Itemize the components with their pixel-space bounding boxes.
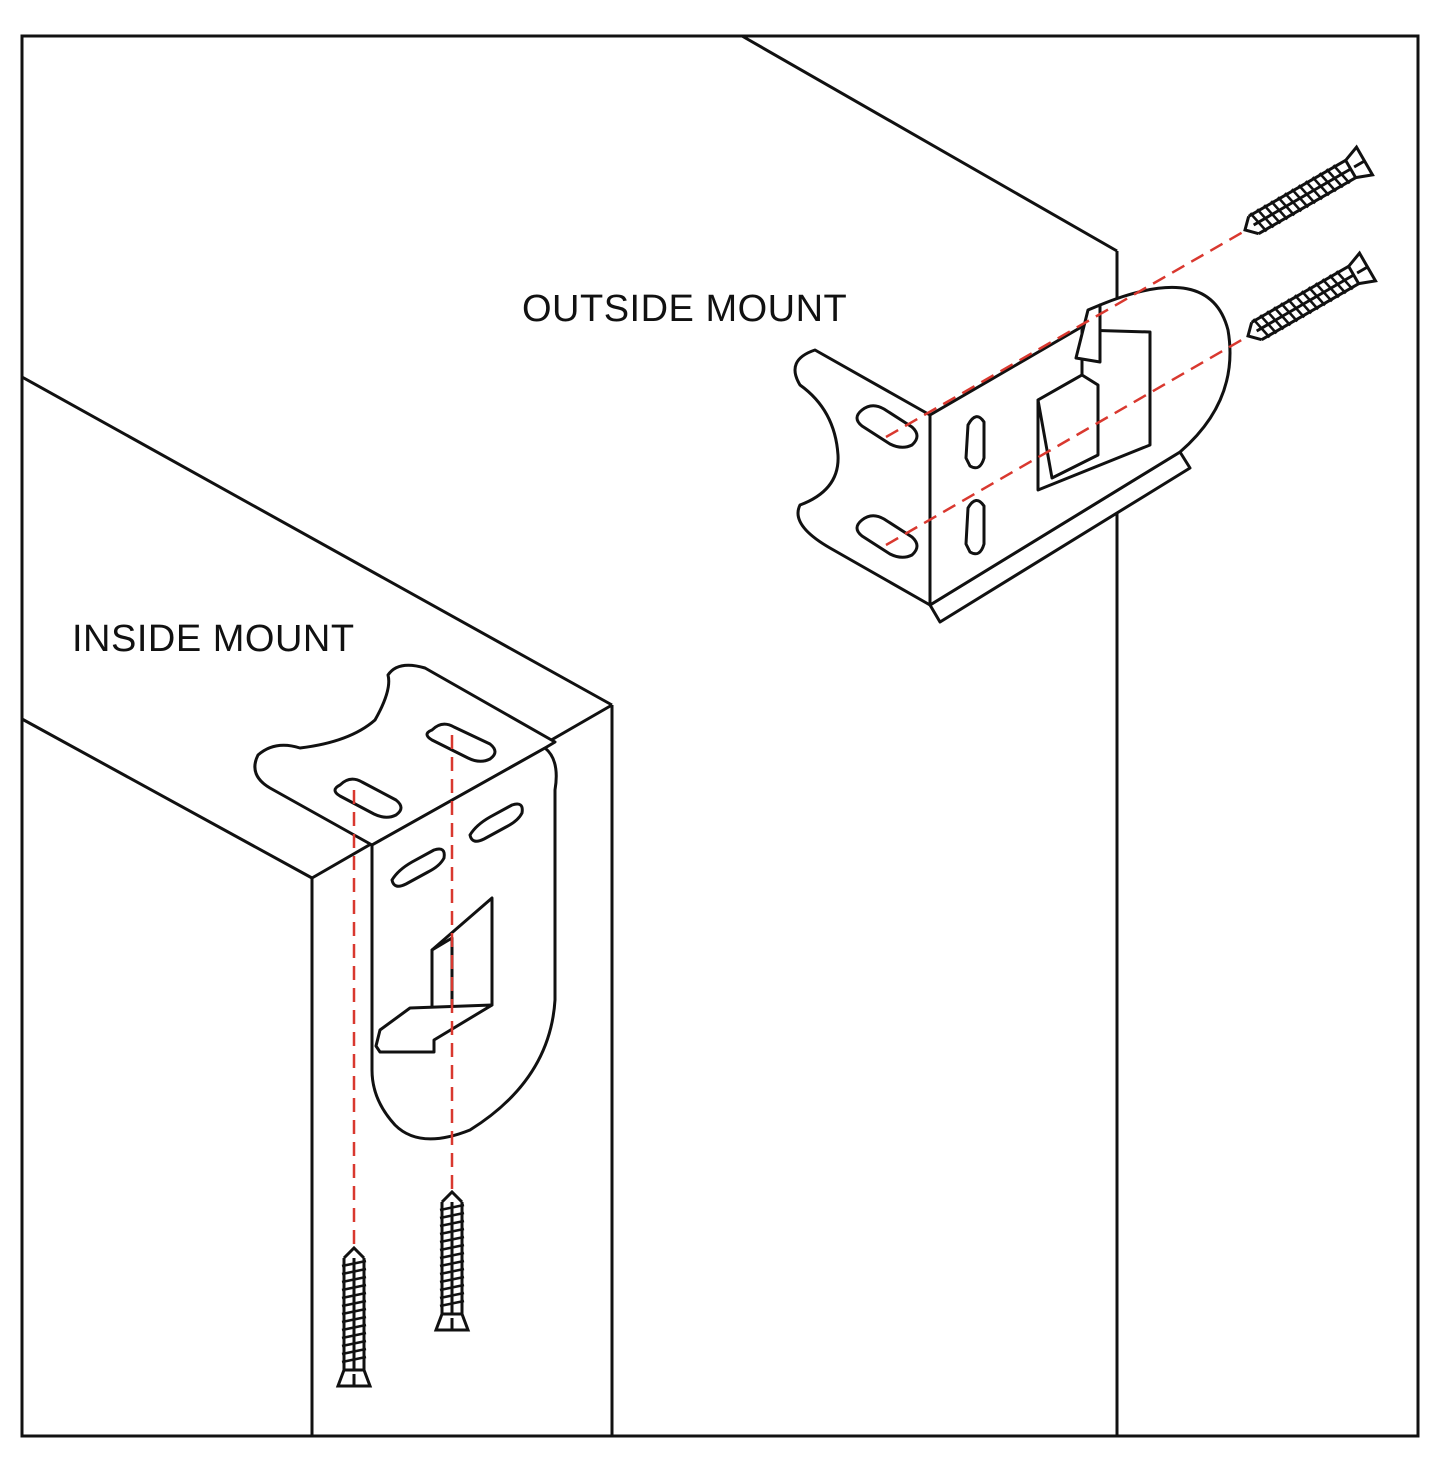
inside-mount-label: INSIDE MOUNT xyxy=(72,618,355,660)
inside-mount-frame xyxy=(21,375,614,1436)
inside-mount-bracket-icon xyxy=(253,663,558,1141)
screw-icon xyxy=(434,1190,470,1332)
screw-icon xyxy=(336,1246,372,1388)
screw-icon xyxy=(1238,251,1378,352)
outer-frame xyxy=(20,34,1420,1438)
outside-mount-label: OUTSIDE MOUNT xyxy=(522,288,848,330)
outside-mount-bracket-icon xyxy=(793,286,1232,624)
screw-guide-lines xyxy=(352,226,1253,1250)
screw-icon xyxy=(1235,145,1375,246)
outside-mount-frame xyxy=(741,34,1119,1436)
